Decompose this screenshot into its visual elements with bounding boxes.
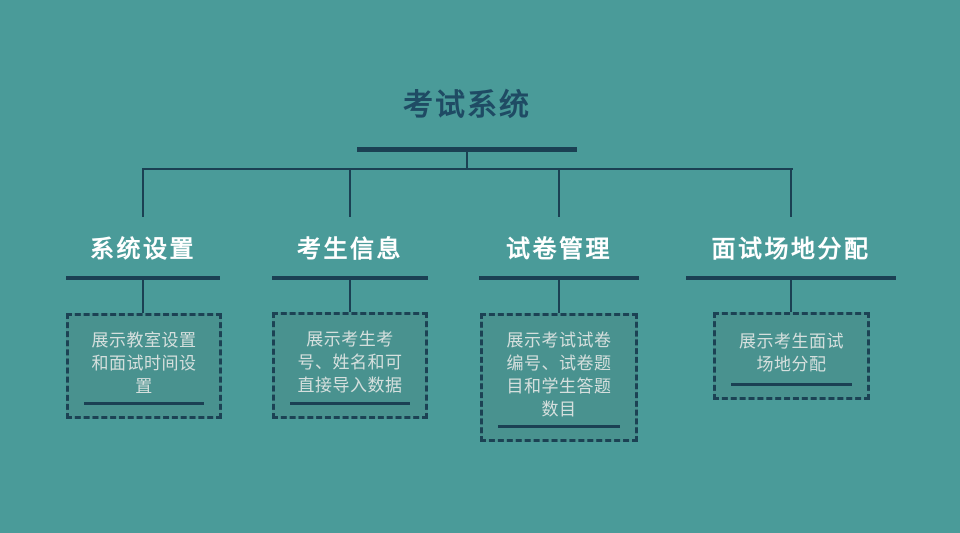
branch-description-text: 展示考生面试 场地分配 [739,332,844,374]
branch-description-box-venue-allocation: 展示考生面试 场地分配 [713,312,870,400]
branch-box-connector [349,280,351,324]
branch-underline-bar [479,276,639,280]
branch-box-connector [142,280,144,324]
branch-description-text: 展示考生考 号、姓名和可 直接导入数据 [297,330,403,395]
branch-drop-line [142,170,144,217]
branch-label-system-settings: 系统设置 [90,236,196,263]
branch-drop-line [790,170,792,217]
title-connector-bar [357,147,577,152]
branch-box-connector [790,280,792,324]
branch-drop-line [349,170,351,217]
branch-underline-bar [272,276,428,280]
branch-underline-bar [686,276,896,280]
branch-label-venue-allocation: 面试场地分配 [711,236,871,263]
branch-description-text: 展示考试试卷 编号、试卷题 目和学生答题 数目 [506,330,612,419]
description-underline [498,425,620,428]
root-stem-line [466,152,468,169]
branch-trunk-line [142,168,793,170]
description-underline [731,383,852,386]
description-underline [290,402,410,405]
branch-label-candidate-info: 考生信息 [297,236,403,263]
branch-underline-bar [66,276,220,280]
branch-box-connector [558,280,560,324]
branch-drop-line [558,170,560,217]
description-underline [84,402,204,405]
branch-description-box-paper-management: 展示考试试卷 编号、试卷题 目和学生答题 数目 [480,313,638,442]
branch-description-box-system-settings: 展示教室设置 和面试时间设 置 [66,313,222,419]
branch-description-box-candidate-info: 展示考生考 号、姓名和可 直接导入数据 [272,312,428,419]
branch-label-paper-management: 试卷管理 [506,236,612,263]
branch-description-text: 展示教室设置 和面试时间设 置 [91,330,197,396]
diagram-title: 考试系统 [403,89,531,122]
